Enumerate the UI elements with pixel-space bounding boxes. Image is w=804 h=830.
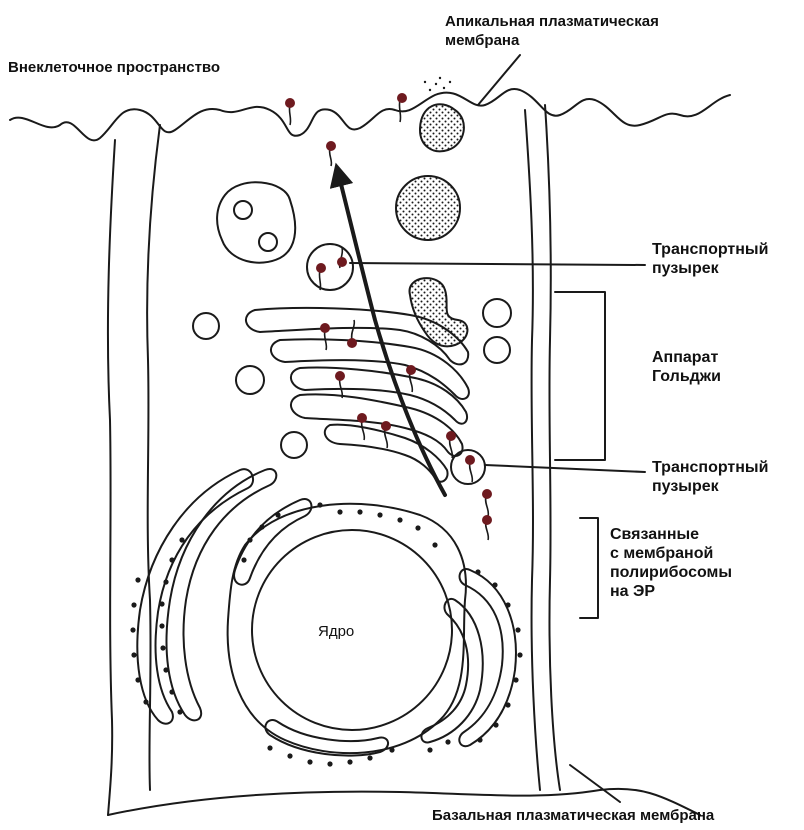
transport-vesicle-top bbox=[307, 244, 353, 290]
vesicle-right-2 bbox=[484, 337, 510, 363]
er-cisterna-5 bbox=[421, 599, 482, 743]
golgi-cisterna-3 bbox=[291, 368, 467, 424]
right-cell-wall bbox=[525, 110, 540, 790]
transport-vesicle-top-label: Транспортный пузырек bbox=[652, 240, 768, 278]
er-cisterna-1 bbox=[166, 469, 276, 720]
golgi-cisterna-5 bbox=[325, 425, 448, 482]
nucleus-label: Ядро bbox=[318, 622, 354, 641]
vesicle-left-1 bbox=[193, 313, 219, 339]
vacuole-vesicle-1 bbox=[234, 201, 252, 219]
apical-membrane-outline bbox=[10, 89, 730, 140]
vesicle-left-3 bbox=[281, 432, 307, 458]
leader-vesicle-bottom bbox=[485, 465, 645, 472]
er-cisterna-6 bbox=[265, 720, 388, 756]
er-cisterna-3 bbox=[234, 499, 311, 585]
exocytosis-granule bbox=[420, 104, 464, 151]
vesicle-right-1 bbox=[483, 299, 511, 327]
golgi-cisterna-4 bbox=[291, 394, 463, 456]
transport-vesicle-bottom bbox=[451, 450, 485, 484]
released-granule-dots bbox=[424, 77, 451, 91]
secretory-proteins bbox=[285, 93, 492, 540]
right-outer-wall bbox=[545, 105, 560, 790]
left-outer-wall bbox=[108, 140, 115, 815]
membrane-polyribosomes-label: Связанные с мембраной полирибосомы на ЭР bbox=[610, 525, 732, 601]
secretory-granule bbox=[396, 176, 460, 240]
extracellular-space-label: Внеклеточное пространство bbox=[8, 58, 220, 77]
golgi-apparatus-label: Аппарат Гольджи bbox=[652, 348, 721, 386]
leader-basal bbox=[570, 765, 620, 802]
transport-vesicle-bottom-label: Транспортный пузырек bbox=[652, 458, 768, 496]
vesicle-left-2 bbox=[236, 366, 264, 394]
vacuole-vesicle-2 bbox=[259, 233, 277, 251]
golgi-bracket bbox=[555, 292, 605, 460]
vacuole bbox=[217, 182, 295, 262]
basal-membrane-label: Базальная плазматическая мембрана bbox=[432, 806, 714, 825]
leader-vesicle-top bbox=[350, 263, 645, 265]
left-cell-wall bbox=[147, 125, 160, 790]
apical-membrane-label: Апикальная плазматическая мембрана bbox=[445, 12, 659, 50]
ribosome-bracket bbox=[580, 518, 598, 618]
